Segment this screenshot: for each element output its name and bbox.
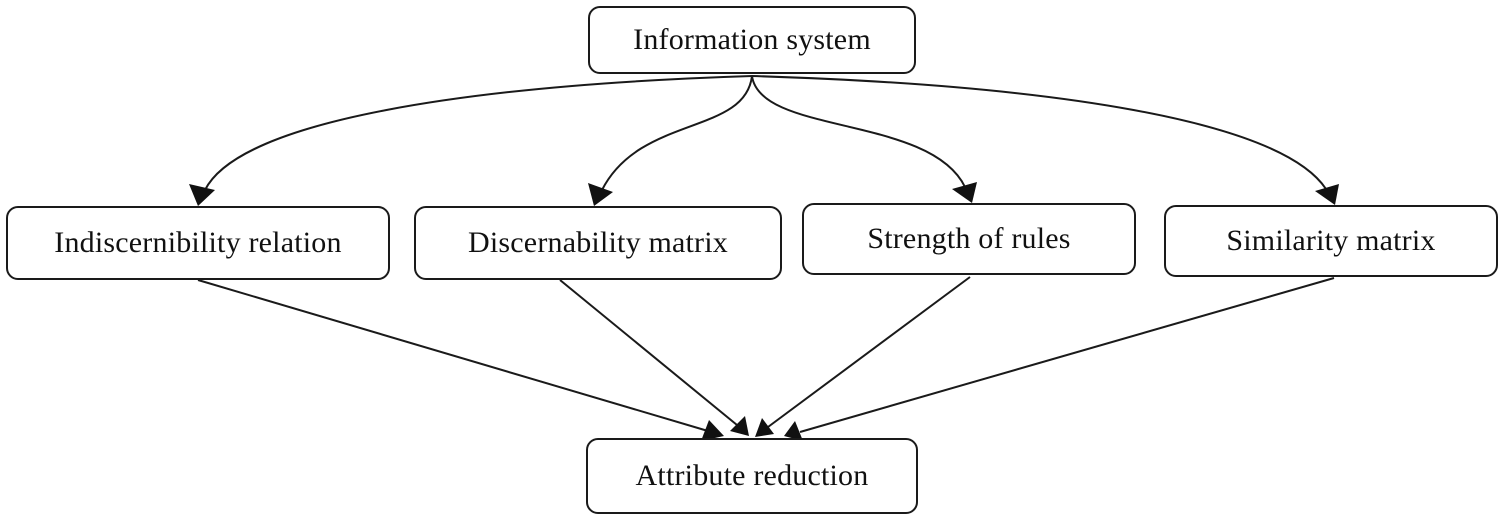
arrow-top-to-strength bbox=[751, 75, 966, 188]
attribute-reduction-label: Attribute reduction bbox=[635, 459, 869, 492]
arrowhead-icon bbox=[755, 418, 774, 437]
strength-of-rules-box: Strength of rules bbox=[802, 203, 1136, 275]
discernability-matrix-label: Discernability matrix bbox=[468, 226, 728, 259]
arrowhead-icon bbox=[1315, 184, 1339, 205]
similarity-matrix-box: Similarity matrix bbox=[1164, 205, 1498, 277]
attribute-reduction-box: Attribute reduction bbox=[586, 438, 918, 514]
arrow-top-to-discernability bbox=[601, 75, 753, 191]
strength-of-rules-label: Strength of rules bbox=[867, 222, 1071, 255]
arrow-top-to-similarity bbox=[751, 75, 1327, 190]
indiscernibility-relation-label: Indiscernibility relation bbox=[54, 226, 342, 259]
arrow-indiscernibility-to-attribute bbox=[197, 279, 709, 432]
similarity-matrix-label: Similarity matrix bbox=[1226, 224, 1436, 257]
arrow-strength-to-attribute bbox=[767, 276, 971, 428]
arrow-discernability-to-attribute bbox=[559, 279, 738, 426]
arrowhead-icon bbox=[189, 184, 215, 206]
arrowhead-icon bbox=[730, 416, 749, 436]
arrowhead-icon bbox=[588, 183, 613, 206]
arrow-similarity-to-attribute bbox=[799, 277, 1335, 433]
arrow-top-to-indiscernibility bbox=[204, 75, 753, 191]
arrowhead-icon bbox=[701, 420, 724, 441]
information-system-label: Information system bbox=[633, 23, 871, 56]
arrowhead-icon bbox=[784, 421, 803, 441]
discernability-matrix-box: Discernability matrix bbox=[414, 206, 782, 280]
information-system-box: Information system bbox=[588, 6, 916, 74]
arrowhead-icon bbox=[952, 182, 977, 203]
indiscernibility-relation-box: Indiscernibility relation bbox=[6, 206, 390, 280]
